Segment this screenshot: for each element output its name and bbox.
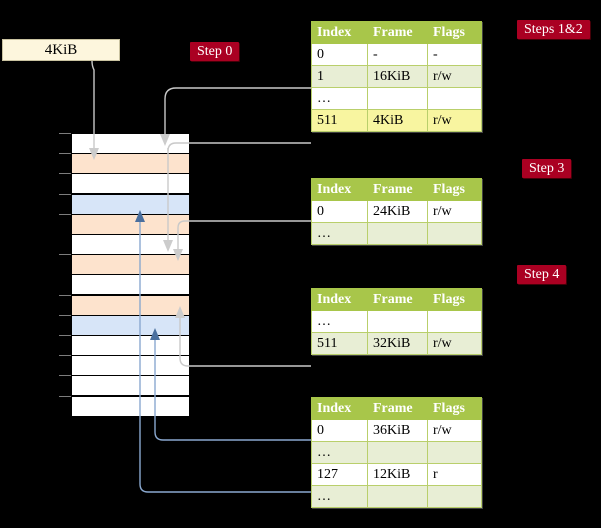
memory-tick — [59, 375, 71, 377]
column-header-index: Index — [311, 397, 368, 420]
memory-frame-row — [71, 173, 190, 195]
cell-index: 511 — [311, 332, 368, 355]
cell-frame: 4KiB — [367, 109, 428, 132]
memory-tick — [59, 213, 71, 215]
badge-step-3: Step 3 — [522, 159, 572, 178]
memory-frame-row — [71, 254, 190, 276]
cell-index: … — [311, 87, 368, 110]
table-row: … — [311, 441, 482, 464]
cell-flags: r/w — [427, 332, 482, 355]
cell-frame: 16KiB — [367, 65, 428, 88]
memory-frame-row — [71, 153, 190, 175]
column-header-index: Index — [311, 21, 368, 44]
cell-index: 511 — [311, 109, 368, 132]
cell-index: … — [311, 222, 368, 245]
cell-index: … — [311, 441, 368, 464]
table-row: … — [311, 87, 482, 110]
cell-flags: r/w — [427, 419, 482, 442]
table-row: … — [311, 485, 482, 508]
cell-frame — [367, 222, 428, 245]
cell-index: 0 — [311, 43, 368, 66]
badge-step-0: Step 0 — [190, 42, 240, 61]
cell-flags: r/w — [427, 109, 482, 132]
memory-tick — [59, 193, 71, 195]
cell-frame: 12KiB — [367, 463, 428, 486]
column-header-frame: Frame — [367, 21, 428, 44]
cell-frame — [367, 485, 428, 508]
cell-frame: - — [367, 43, 428, 66]
column-header-flags: Flags — [427, 397, 482, 420]
memory-frame-row — [71, 335, 190, 356]
cell-frame — [367, 441, 428, 464]
cell-frame: 36KiB — [367, 419, 428, 442]
cell-flags: - — [427, 43, 482, 66]
cell-index: 1 — [311, 65, 368, 88]
cell-flags: r/w — [427, 200, 482, 223]
memory-frame-row — [71, 355, 190, 377]
cell-frame — [367, 310, 428, 333]
column-header-flags: Flags — [427, 178, 482, 201]
badge-step-4: Step 4 — [517, 265, 567, 284]
table-row: … — [311, 222, 482, 245]
column-header-frame: Frame — [367, 288, 428, 311]
cell-index: … — [311, 310, 368, 333]
cell-index: 0 — [311, 419, 368, 442]
source-frame-box: 4KiB — [2, 39, 120, 61]
physical-memory-column — [71, 133, 190, 417]
cell-flags — [427, 310, 482, 333]
cell-frame: 24KiB — [367, 200, 428, 223]
memory-frame-row — [71, 213, 190, 235]
cell-index: … — [311, 485, 368, 508]
memory-tick — [59, 133, 71, 134]
memory-frame-row — [71, 314, 190, 336]
memory-tick — [59, 314, 71, 316]
cell-flags — [427, 441, 482, 464]
cell-flags — [427, 485, 482, 508]
wire-table3-0-to-memory — [177, 220, 311, 249]
memory-tick — [59, 173, 71, 175]
cell-index: 127 — [311, 463, 368, 486]
memory-tick — [59, 294, 71, 296]
memory-frame-row — [71, 395, 190, 417]
cell-frame — [367, 87, 428, 110]
cell-flags: r — [427, 463, 482, 486]
table-row: 0-- — [311, 43, 482, 66]
memory-tick — [59, 254, 71, 256]
cell-frame: 32KiB — [367, 332, 428, 355]
column-header-frame: Frame — [367, 397, 428, 420]
memory-frame-row — [71, 294, 190, 316]
memory-frame-row — [71, 193, 190, 215]
cell-index: 0 — [311, 200, 368, 223]
memory-frame-row — [71, 375, 190, 397]
cell-flags — [427, 87, 482, 110]
memory-frame-row — [71, 234, 190, 255]
column-header-flags: Flags — [427, 21, 482, 44]
column-header-flags: Flags — [427, 288, 482, 311]
column-header-frame: Frame — [367, 178, 428, 201]
memory-tick — [59, 355, 71, 357]
wire-table4-1-to-memory — [164, 87, 311, 134]
column-header-index: Index — [311, 178, 368, 201]
memory-frame-row — [71, 274, 190, 296]
memory-frame-row — [71, 133, 190, 154]
wire-table2-511-to-memory — [179, 318, 311, 367]
table-row: … — [311, 310, 482, 333]
badge-steps-1-2: Steps 1&2 — [517, 20, 590, 39]
cell-flags: r/w — [427, 65, 482, 88]
memory-tick — [59, 153, 71, 155]
cell-flags — [427, 222, 482, 245]
column-header-index: Index — [311, 288, 368, 311]
memory-tick — [59, 335, 71, 336]
memory-tick — [59, 395, 71, 397]
